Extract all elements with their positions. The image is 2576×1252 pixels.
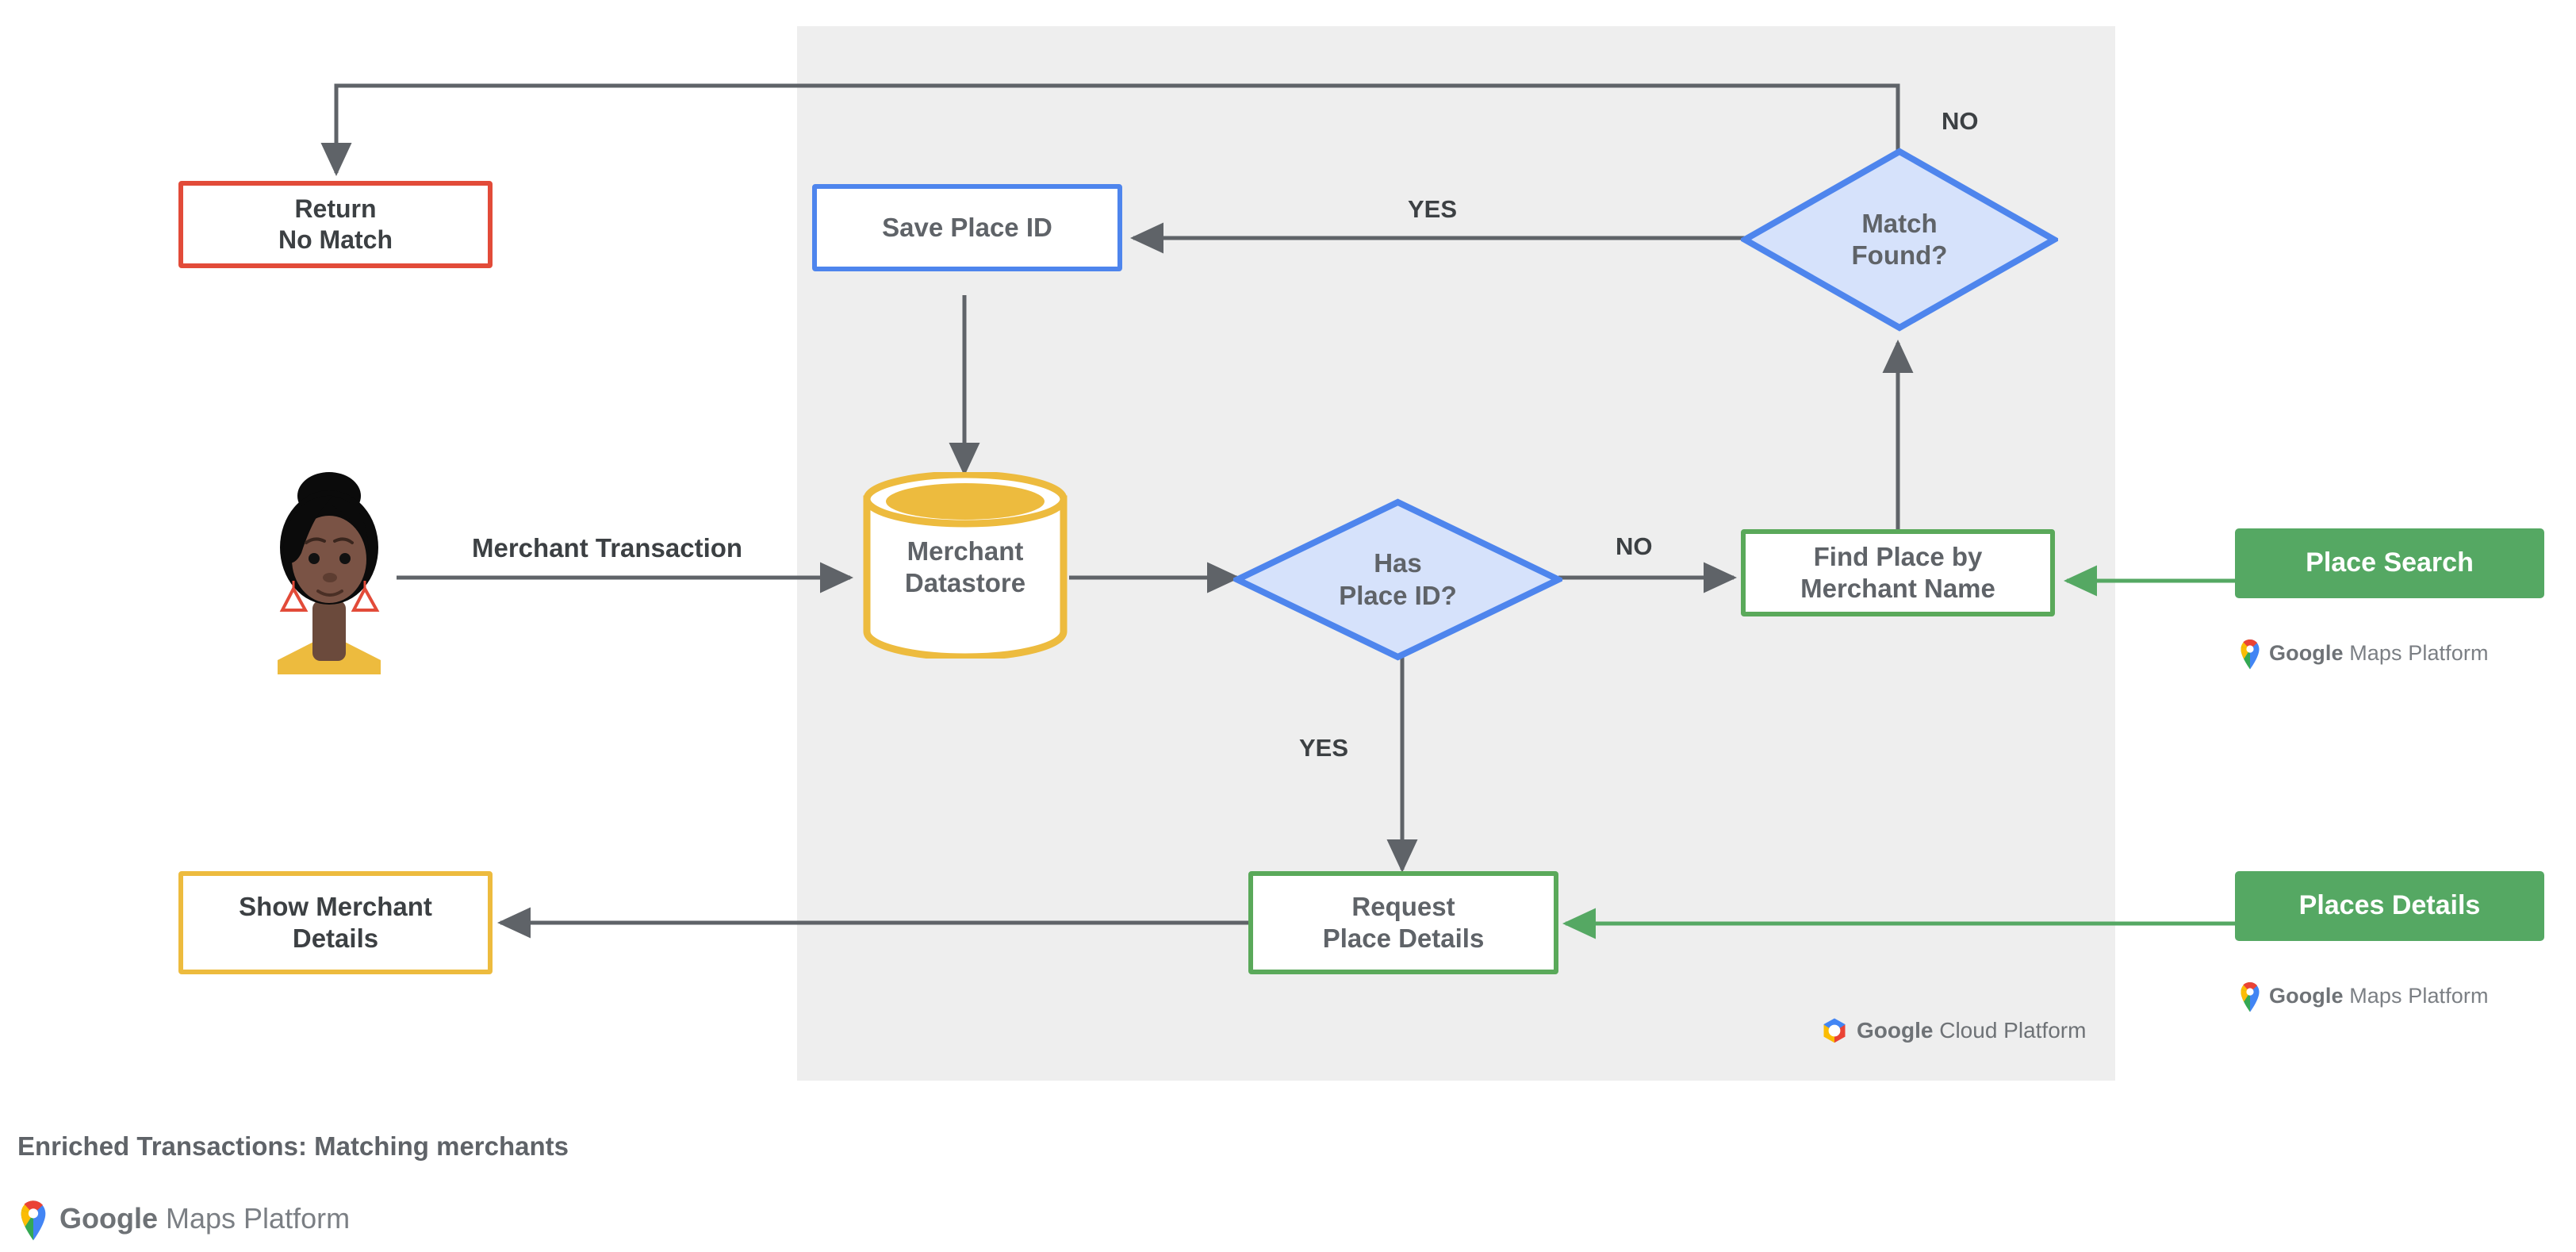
cloud-hexagon-icon xyxy=(1823,1018,1846,1043)
node-find-place-line1: Find Place by xyxy=(1813,541,1983,571)
person-avatar-icon xyxy=(262,464,397,674)
node-has-place-id[interactable]: Has Place ID? xyxy=(1233,498,1562,661)
node-request-place-details-line1: Request xyxy=(1351,891,1455,921)
node-places-details[interactable]: Places Details xyxy=(2235,871,2544,941)
gcp-wordmark-rest: Cloud Platform xyxy=(1933,1018,2087,1043)
maps-pin-icon xyxy=(2241,982,2260,1012)
node-merchant-datastore-line2: Datastore xyxy=(904,568,1026,598)
node-show-merchant-details-line1: Show Merchant xyxy=(239,891,432,921)
edge-label-match-found-no: NO xyxy=(1942,107,1979,135)
footer-google-maps-platform-logo: Google Maps Platform xyxy=(17,1196,350,1241)
node-show-merchant-details-line2: Details xyxy=(292,924,379,953)
page-title: Enriched Transactions: Matching merchant… xyxy=(17,1131,569,1161)
node-places-details-label: Places Details xyxy=(2298,890,2481,921)
node-match-found-label: Match Found? xyxy=(1741,148,2058,332)
gmp-wordmark-google: Google xyxy=(2269,640,2344,665)
edge-label-has-place-id-yes: YES xyxy=(1299,734,1349,762)
google-cloud-platform-wordmark: Google Cloud Platform xyxy=(1857,1018,2086,1043)
gmp-wordmark-rest: Maps Platform xyxy=(2343,640,2489,665)
gmp-wordmark-google: Google xyxy=(2269,983,2344,1008)
node-merchant-datastore-label: Merchant Datastore xyxy=(861,536,1069,600)
node-merchant-datastore[interactable]: Merchant Datastore xyxy=(861,472,1069,659)
node-save-place-id[interactable]: Save Place ID xyxy=(812,184,1122,271)
footer-wordmark: Google Maps Platform xyxy=(59,1202,350,1235)
google-maps-platform-logo-place-search: Google Maps Platform xyxy=(2238,636,2489,670)
node-has-place-id-label: Has Place ID? xyxy=(1233,498,1562,661)
edge-label-merchant-transaction: Merchant Transaction xyxy=(472,533,743,563)
node-has-place-id-line2: Place ID? xyxy=(1339,580,1457,610)
google-maps-platform-wordmark: Google Maps Platform xyxy=(2269,984,2489,1008)
google-maps-platform-logo-places-details: Google Maps Platform xyxy=(2238,979,2489,1012)
node-request-place-details[interactable]: Request Place Details xyxy=(1248,871,1558,974)
google-cloud-platform-logo: Google Cloud Platform xyxy=(1820,1017,2086,1044)
node-save-place-id-label: Save Place ID xyxy=(882,212,1052,242)
gcp-wordmark-google: Google xyxy=(1857,1018,1934,1043)
node-return-no-match[interactable]: Return No Match xyxy=(178,181,493,268)
google-maps-platform-wordmark: Google Maps Platform xyxy=(2269,641,2489,666)
node-place-search[interactable]: Place Search xyxy=(2235,528,2544,598)
edge-label-match-found-yes: YES xyxy=(1408,195,1458,223)
node-place-search-label: Place Search xyxy=(2306,547,2474,578)
node-match-found-line1: Match xyxy=(1861,208,1938,238)
node-match-found-line2: Found? xyxy=(1851,240,1948,270)
node-match-found[interactable]: Match Found? xyxy=(1741,148,2058,332)
footer-wordmark-rest: Maps Platform xyxy=(158,1202,351,1235)
node-has-place-id-line1: Has xyxy=(1374,548,1422,578)
node-return-no-match-line1: Return xyxy=(294,194,377,223)
node-merchant-datastore-line1: Merchant xyxy=(907,536,1024,566)
node-show-merchant-details[interactable]: Show Merchant Details xyxy=(178,871,493,974)
node-return-no-match-line2: No Match xyxy=(278,225,393,254)
edge-label-has-place-id-no: NO xyxy=(1616,532,1653,560)
node-find-place-line2: Merchant Name xyxy=(1800,574,1995,603)
maps-pin-icon xyxy=(2241,639,2260,670)
node-request-place-details-line2: Place Details xyxy=(1322,924,1485,953)
maps-pin-icon xyxy=(21,1200,46,1241)
gmp-wordmark-rest: Maps Platform xyxy=(2343,983,2489,1008)
footer-wordmark-google: Google xyxy=(59,1202,158,1235)
node-find-place-by-merchant-name[interactable]: Find Place by Merchant Name xyxy=(1741,529,2055,616)
